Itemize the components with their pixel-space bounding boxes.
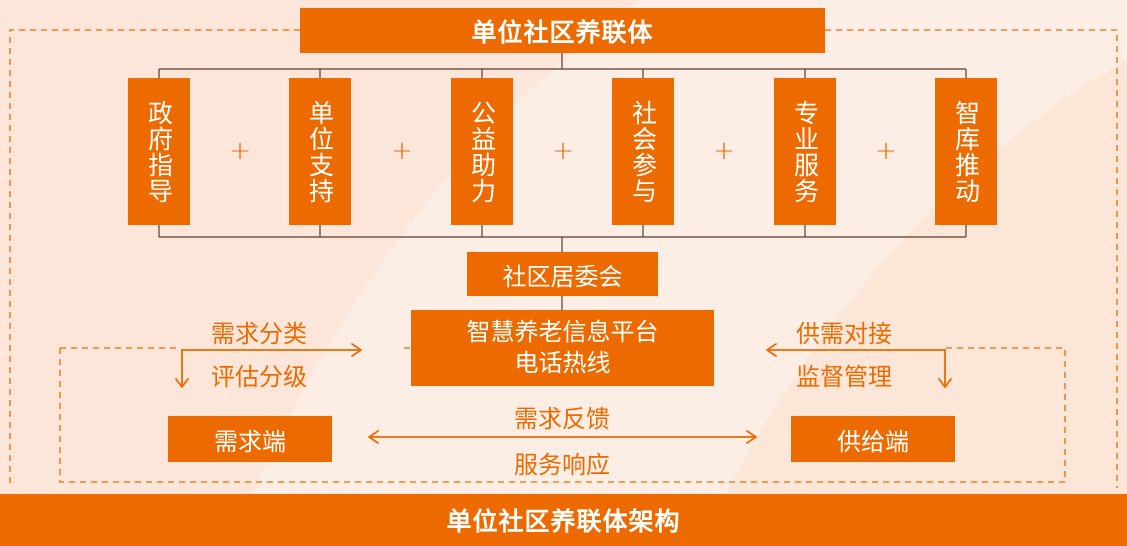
pillar-professional-service: 专业服务 bbox=[774, 78, 836, 225]
pillar-think-tank: 智库推动 bbox=[935, 78, 997, 225]
right-flow-bottom-label: 监督管理 bbox=[796, 363, 892, 391]
pillar-unit-support: 单位支持 bbox=[289, 78, 351, 225]
plus-sign: + bbox=[713, 136, 735, 166]
left-flow-top-label: 需求分类 bbox=[211, 320, 307, 348]
platform-line2: 电话热线 bbox=[514, 349, 611, 377]
plus-sign: + bbox=[875, 136, 897, 166]
pillar-government-guidance: 政府指导 bbox=[128, 78, 190, 225]
left-flow-bottom-label: 评估分级 bbox=[211, 363, 307, 391]
header-title: 单位社区养联体 bbox=[300, 8, 825, 53]
footer-title: 单位社区养联体架构 bbox=[0, 494, 1127, 546]
middle-flow-bottom-label: 服务响应 bbox=[514, 451, 610, 479]
info-platform-box: 智慧养老信息平台 电话热线 bbox=[411, 310, 714, 386]
supply-end-box: 供给端 bbox=[791, 416, 955, 462]
middle-flow-top-label: 需求反馈 bbox=[514, 405, 610, 433]
plus-sign: + bbox=[229, 136, 251, 166]
plus-sign: + bbox=[552, 136, 574, 166]
community-committee-box: 社区居委会 bbox=[467, 252, 658, 296]
right-flow-top-label: 供需对接 bbox=[796, 320, 892, 348]
pillar-social-participation: 社会参与 bbox=[612, 78, 674, 225]
pillar-public-welfare: 公益助力 bbox=[451, 78, 513, 225]
plus-sign: + bbox=[391, 136, 413, 166]
demand-end-box: 需求端 bbox=[168, 416, 332, 462]
platform-line1: 智慧养老信息平台 bbox=[466, 318, 659, 346]
